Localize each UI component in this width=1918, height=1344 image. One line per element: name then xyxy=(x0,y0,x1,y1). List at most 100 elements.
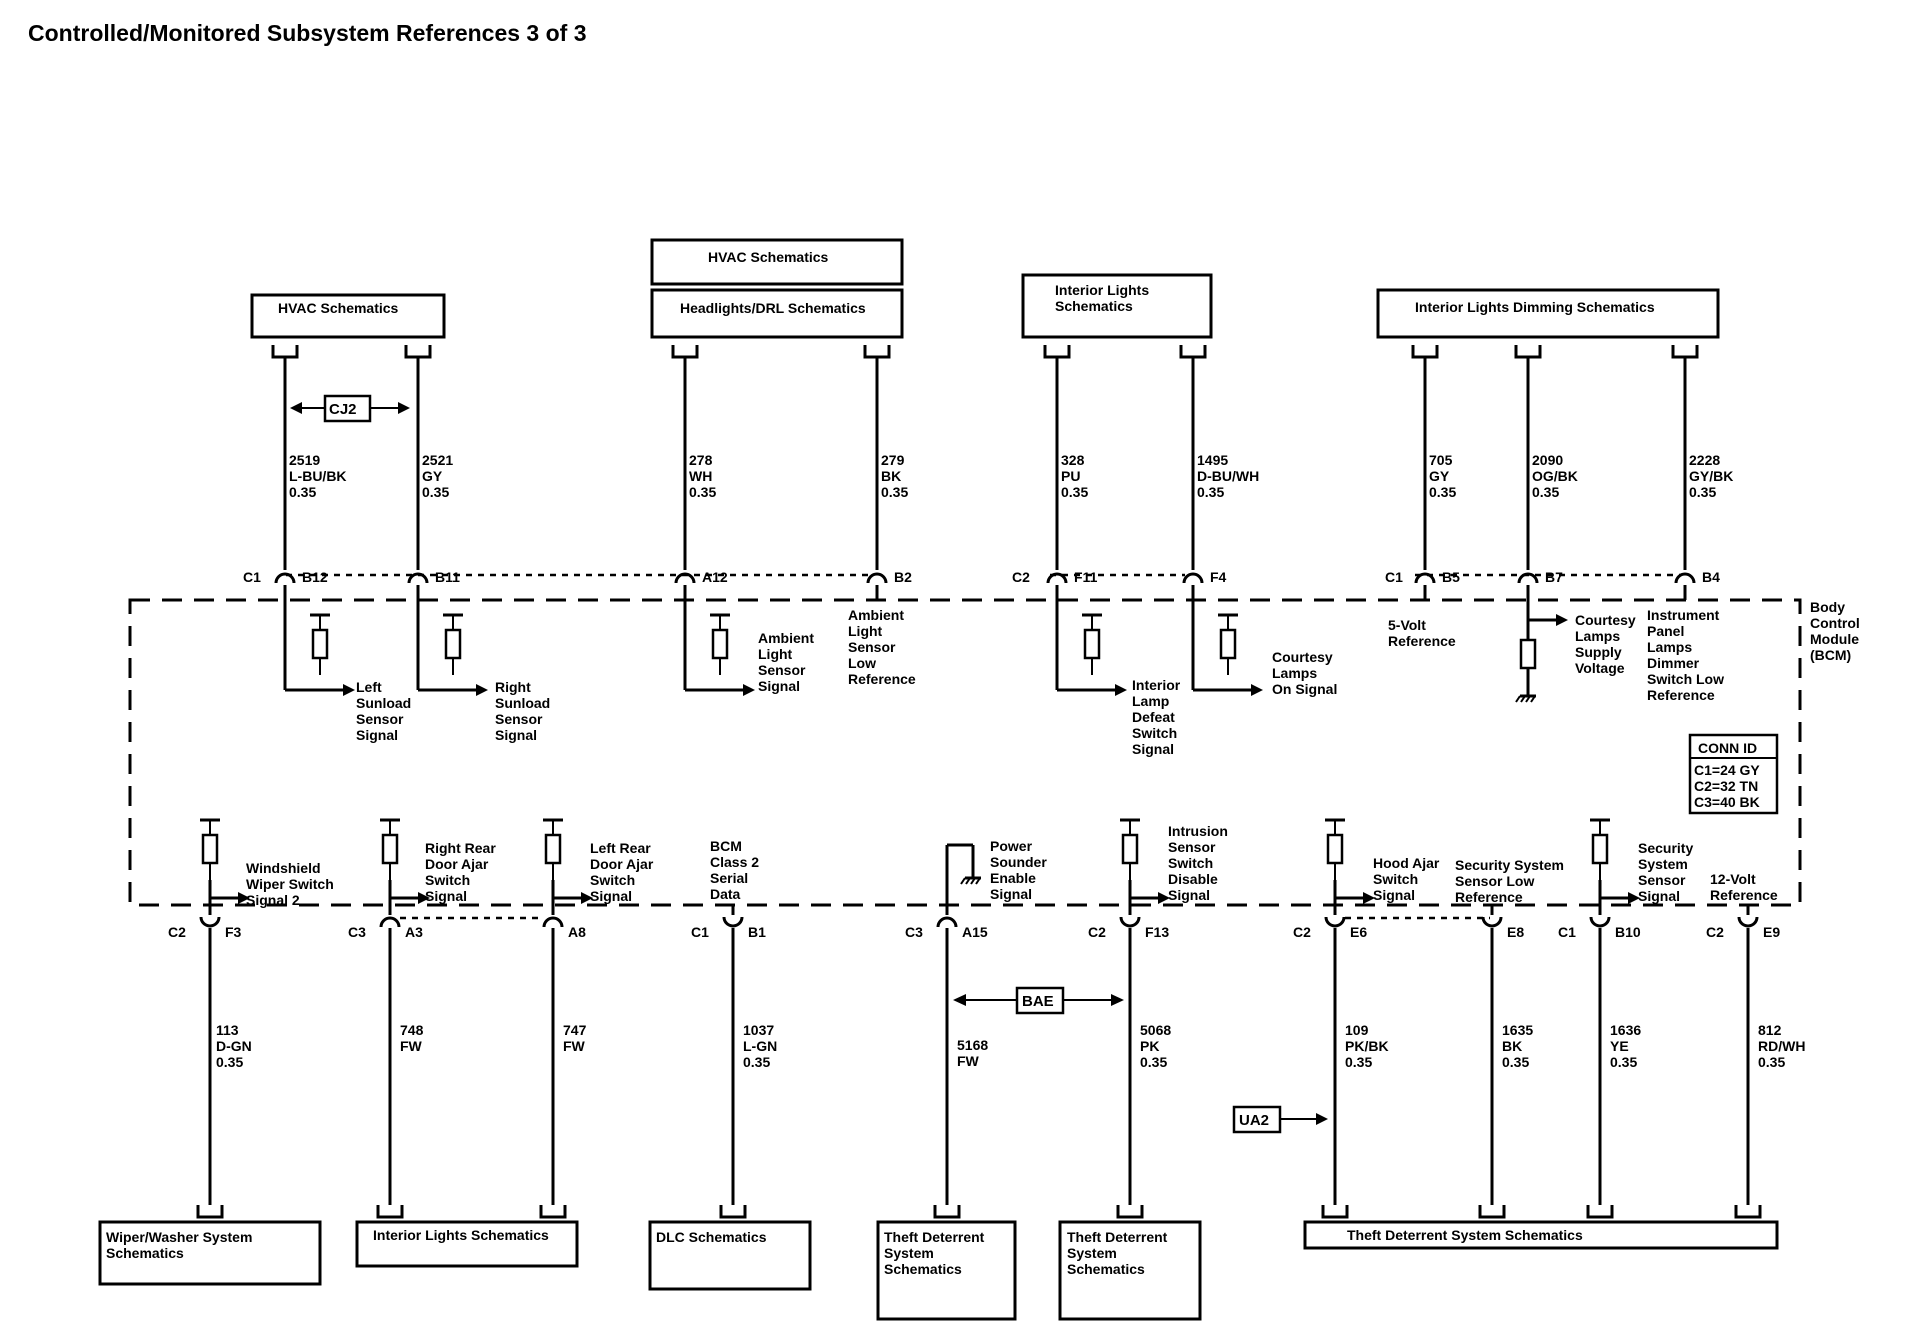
dlc-box xyxy=(648,1220,812,1291)
bottom-pin-1 xyxy=(199,916,221,928)
top-wire-gauge-1: 0.35 xyxy=(289,484,316,500)
sig-power-sounder-line-2: Sounder xyxy=(990,854,1047,870)
bottom-wire-color-4: L-GN xyxy=(743,1038,777,1054)
sig-right-rear-line-4: Signal xyxy=(425,888,467,904)
bot-int-res-2-body xyxy=(381,833,399,865)
top-terminal-3 xyxy=(671,345,699,359)
sig-courtesy-supply-line-3: Supply xyxy=(1575,644,1622,660)
bcm-label-2: Control xyxy=(1810,615,1860,631)
bottom-pin-8 xyxy=(1481,916,1503,928)
top-pin-1 xyxy=(274,572,296,584)
top-terminal-1 xyxy=(271,345,299,359)
top-int-ground-8-hatch-1 xyxy=(1515,695,1521,703)
top-terminal-9 xyxy=(1671,345,1699,359)
sig-right-rear-line-1: Right Rear xyxy=(425,840,496,856)
top-wire-color-5: PU xyxy=(1061,468,1080,484)
sig-intrusion-line-2: Sensor xyxy=(1168,839,1216,855)
sig-courtesy-on-line-2: Lamps xyxy=(1272,665,1317,681)
bottom-wire-circuit-5: 5168 xyxy=(957,1037,988,1053)
sig-interior-lamp-line-2: Lamp xyxy=(1132,693,1169,709)
bcm-label-1: Body xyxy=(1810,599,1845,615)
top-pin-label-6: F4 xyxy=(1210,569,1227,585)
bottom-wire-gauge-10: 0.35 xyxy=(1758,1054,1785,1070)
sig-class2-line-1: BCM xyxy=(710,838,742,854)
bottom-terminal-1 xyxy=(196,1205,224,1219)
bottom-terminal-7 xyxy=(1321,1205,1349,1219)
bottom-terminal-8 xyxy=(1478,1205,1506,1219)
cj2-option-box xyxy=(323,394,372,423)
sig-intrusion-line-4: Disable xyxy=(1168,871,1218,887)
bottom-pin-label-5: A15 xyxy=(962,924,988,940)
sig-courtesy-supply-line-2: Lamps xyxy=(1575,628,1620,644)
bottom-pin-label-4: B1 xyxy=(748,924,766,940)
conn-id-box xyxy=(1688,733,1779,815)
top-int-arrow-2-head xyxy=(476,684,488,696)
sig-courtesy-on-line-3: On Signal xyxy=(1272,681,1337,697)
bot-int-res-1-body xyxy=(201,833,219,865)
sig-interior-lamp-line-5: Signal xyxy=(1132,741,1174,757)
bottom-terminal-2 xyxy=(376,1205,404,1219)
sig-dimmer-low-line-5: Switch Low xyxy=(1647,671,1724,687)
conn-id-c3: C3=40 BK xyxy=(1694,794,1760,810)
bot-int-res-7-body xyxy=(1326,833,1344,865)
sig-sec-signal-line-4: Signal xyxy=(1638,888,1680,904)
bottom-pin-label-9: B10 xyxy=(1615,924,1641,940)
sig-dimmer-low-line-4: Dimmer xyxy=(1647,655,1700,671)
sig-interior-lamp-line-3: Defeat xyxy=(1132,709,1175,725)
sig-5volt-line-1: 5-Volt xyxy=(1388,617,1426,633)
sig-courtesy-on-line-1: Courtesy xyxy=(1272,649,1333,665)
conn-id-title: CONN ID xyxy=(1698,740,1757,756)
conn-id-c1: C1=24 GY xyxy=(1694,762,1760,778)
conn-c1-top-left: C1 xyxy=(243,569,261,585)
wiper-box-label-2: Schematics xyxy=(106,1245,184,1261)
top-pin-label-4: B2 xyxy=(894,569,912,585)
bottom-wire-circuit-2: 748 xyxy=(400,1022,424,1038)
top-int-res-6-body xyxy=(1219,628,1237,660)
sig-class2-line-2: Class 2 xyxy=(710,854,759,870)
bottom-conn-label-9: C1 xyxy=(1558,924,1576,940)
top-pin-8 xyxy=(1517,572,1539,584)
sig-right-sunload-line-3: Sensor xyxy=(495,711,543,727)
bottom-pin-label-8: E8 xyxy=(1507,924,1524,940)
sig-interior-lamp-line-4: Switch xyxy=(1132,725,1177,741)
bcm-label-3: Module xyxy=(1810,631,1859,647)
bottom-terminal-4 xyxy=(719,1205,747,1219)
theft-box-1-label-2: System xyxy=(884,1245,934,1261)
sig-intrusion-line-3: Switch xyxy=(1168,855,1213,871)
conn-id-c2: C2=32 TN xyxy=(1694,778,1758,794)
sig-class2-line-4: Data xyxy=(710,886,741,902)
top-terminal-4 xyxy=(863,345,891,359)
sig-right-sunload-line-2: Sunload xyxy=(495,695,550,711)
top-pin-4 xyxy=(866,572,888,584)
top-int-res-3-body xyxy=(711,628,729,660)
bot-int-arrow-1-head xyxy=(238,892,250,904)
bottom-conn-label-6: C2 xyxy=(1088,924,1106,940)
ua2-option-label: UA2 xyxy=(1239,1112,1269,1129)
bot-int-arrow-3-head xyxy=(581,892,593,904)
bottom-pin-label-1: F3 xyxy=(225,924,242,940)
bottom-pin-label-6: F13 xyxy=(1145,924,1169,940)
top-pin-label-2: B11 xyxy=(435,569,460,585)
top-wire-circuit-6: 1495 xyxy=(1197,452,1228,468)
top-wire-gauge-9: 0.35 xyxy=(1689,484,1716,500)
top-wire-gauge-5: 0.35 xyxy=(1061,484,1088,500)
sig-courtesy-supply-line-1: Courtesy xyxy=(1575,612,1636,628)
bottom-pin-label-10: E9 xyxy=(1763,924,1780,940)
bottom-wire-gauge-4: 0.35 xyxy=(743,1054,770,1070)
top-int-ground-8-hatch-4 xyxy=(1530,695,1536,703)
bottom-pin-5 xyxy=(936,916,958,928)
sig-ambient-line-1: Ambient xyxy=(758,630,814,646)
bae-option-box xyxy=(1015,986,1065,1015)
bottom-wire-gauge-9: 0.35 xyxy=(1610,1054,1637,1070)
bottom-terminal-10 xyxy=(1734,1205,1762,1219)
bottom-wire-color-7: PK/BK xyxy=(1345,1038,1389,1054)
sig-wiper-line-1: Windshield xyxy=(246,860,321,876)
bottom-wire-color-9: YE xyxy=(1610,1038,1629,1054)
bottom-pin-label-3: A8 xyxy=(568,924,586,940)
bot-int-ground-5-hatch-3 xyxy=(970,877,976,885)
dimming-box xyxy=(1376,288,1720,339)
top-wire-circuit-2: 2521 xyxy=(422,452,453,468)
sig-sec-signal-line-3: Sensor xyxy=(1638,872,1686,888)
theft-box-2-label-2: System xyxy=(1067,1245,1117,1261)
sig-intrusion-line-1: Intrusion xyxy=(1168,823,1228,839)
